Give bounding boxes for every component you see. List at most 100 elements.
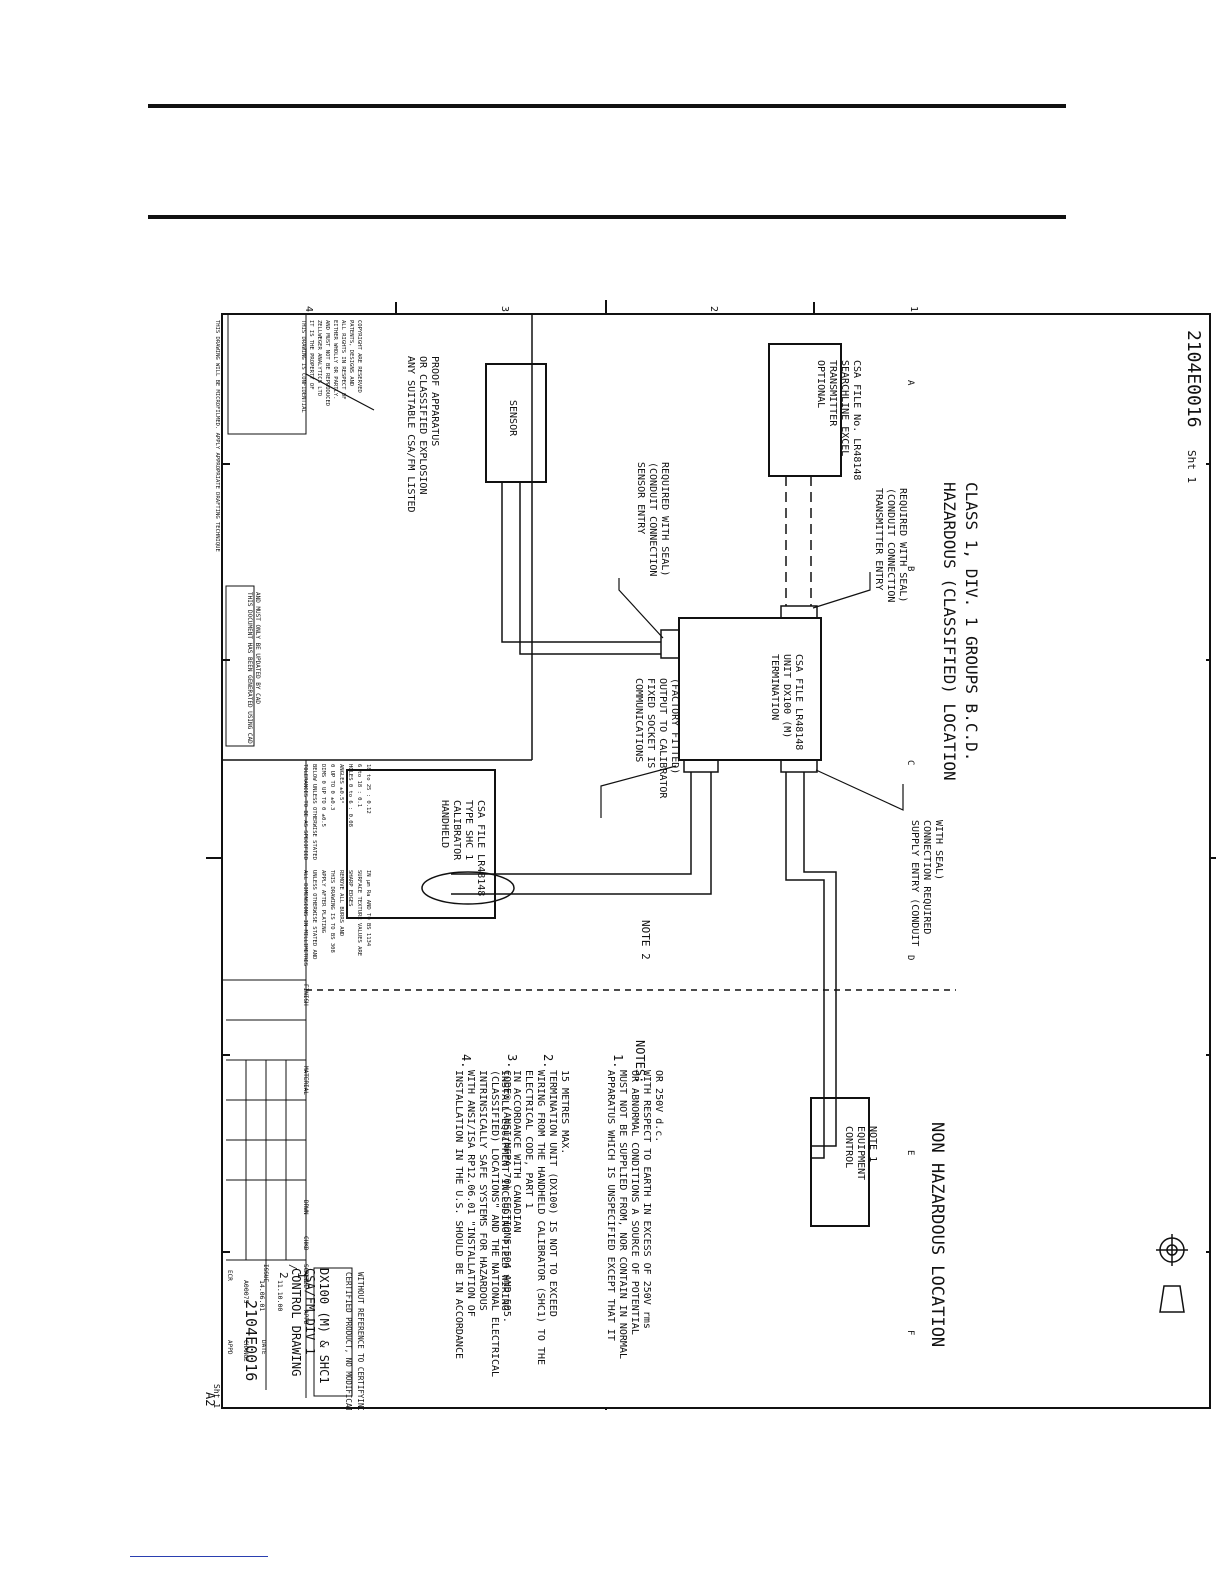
row-marker-2-line: 2 bbox=[708, 306, 719, 312]
tolerances-block-line: BELOW UNLESS OTHERWISE STATED bbox=[311, 764, 317, 860]
note-4-text-line: INTRINSICALLY SAFE SYSTEMS FOR HAZARDOUS bbox=[477, 1070, 488, 1311]
cad-notice-line: AND MUST ONLY BE UPDATED BY CAD bbox=[254, 592, 261, 704]
note2-callout-line: NOTE 2 bbox=[639, 920, 652, 960]
termination-box bbox=[678, 617, 822, 761]
title-block-frame bbox=[221, 313, 533, 1408]
material-label-line: MATERIAL bbox=[302, 1066, 309, 1095]
sensor-label: SENSOR bbox=[507, 400, 518, 437]
note-2-number: 2. bbox=[541, 1054, 555, 1068]
note-4-text-line: (CLASSIFIED) LOCATIONS" AND THE NATIONAL… bbox=[489, 1070, 500, 1377]
confidential-notice-line: THIS DRAWING IS CONFIDENTIAL bbox=[300, 320, 306, 413]
note-3-text: INSTALL EQUIPMENT INCLUDING FIELD WIRING… bbox=[499, 1070, 534, 1311]
drawing-number-block: 2104E0016 bbox=[242, 1300, 260, 1381]
transmitter-entry-callout-line: REQUIRED WITH SEAL) bbox=[897, 488, 908, 602]
issues-line: 2 bbox=[277, 1272, 290, 1279]
tolerances-block-line: ANGLES ±0.5° bbox=[338, 764, 344, 804]
issue-label-line: ISSUE bbox=[262, 1264, 269, 1282]
column-marker-A: A bbox=[905, 380, 915, 386]
column-marker-B: B bbox=[905, 566, 915, 571]
sheet-label-top: Sht 1 bbox=[1185, 450, 1198, 483]
dimensions-block-line: SHARP EDGES bbox=[347, 870, 353, 906]
supply-entry-callout-line: WITH SEAL) bbox=[933, 820, 944, 880]
drawing-number-top-line: 2104E0016 bbox=[1183, 330, 1204, 428]
change-value: A00075 bbox=[242, 1280, 250, 1304]
sheet-label-top-line: Sht 1 bbox=[1185, 450, 1198, 483]
row-marker-4-line: 4 bbox=[303, 306, 314, 312]
note-3-text-line: ELECTRICAL CODE, PART 1 bbox=[523, 1070, 534, 1208]
note-1-number-line: 1. bbox=[611, 1054, 625, 1068]
drawing-number-top: 2104E0016 bbox=[1183, 330, 1204, 428]
chkd-label-line: CHKD bbox=[302, 1236, 309, 1251]
calibrator-label-line: TYPE SHC 1 bbox=[463, 800, 474, 860]
transmitter-label-line: OPTIONAL bbox=[815, 360, 826, 408]
row-marker-1: 1 bbox=[908, 306, 919, 312]
title-label-line: TITLE bbox=[302, 1270, 309, 1288]
hazardous-title-line: HAZARDOUS (CLASSIFIED) LOCATION bbox=[940, 482, 959, 781]
dimensions-block-line: REMOVE ALL BURRS AND bbox=[338, 870, 344, 936]
termination-label-line: TERMINATION bbox=[769, 654, 780, 720]
tolerances-block-line: DIMS 0 UP TO 0 ±0.5 bbox=[320, 764, 326, 827]
sheet-size: A2 bbox=[206, 1392, 217, 1406]
row-marker-2: 2 bbox=[708, 306, 719, 312]
control-equipment-label-line: CONTROL bbox=[843, 1126, 854, 1168]
scale-value: / bbox=[287, 1264, 298, 1270]
calibrator-label-line: HANDHELD bbox=[439, 800, 450, 848]
date-label: DATE bbox=[260, 1340, 267, 1355]
finish-label: FINISH bbox=[302, 984, 309, 1006]
supply-entry-callout-line: CONNECTION REQUIRED bbox=[921, 820, 932, 934]
certified-notice-line: WITHOUT REFERENCE TO CERTIFYING AUTHORIT… bbox=[356, 1272, 365, 1410]
projection-symbol bbox=[1156, 1234, 1188, 1313]
confidential-notice-line: PATENTS, DESIGNS AND bbox=[348, 320, 354, 386]
dimensions-block-line: THIS DRAWING IS TO BS 308 bbox=[329, 870, 335, 953]
csa-listed-callout-line: PROOF APPARATUS bbox=[429, 356, 440, 446]
ecr-label: ECR bbox=[226, 1270, 233, 1281]
column-marker-B-line: B bbox=[905, 566, 915, 571]
note-3-text-line: INSTALL EQUIPMENT INCLUDING FIELD WIRING bbox=[499, 1070, 510, 1311]
sheet-of-label: Sht 1 of 1 bbox=[212, 1384, 221, 1410]
dates-line: 14.06.01 bbox=[258, 1280, 266, 1311]
confidential-notice-line: AND MUST NOT BE REPRODUCED bbox=[324, 320, 330, 406]
control-equipment-label-line: EQUIPMENT bbox=[855, 1126, 866, 1180]
tolerances-block-line: TOLERANCES TO BE AS SPECIFIED bbox=[302, 764, 308, 860]
column-marker-C-line: C bbox=[905, 760, 915, 765]
transmitter-label-line: CSA FILE No. LR48148 bbox=[851, 360, 862, 480]
column-marker-D-line: D bbox=[905, 955, 915, 960]
row-marker-4: 4 bbox=[303, 306, 314, 312]
tolerances-block-line: HOLES 0 to 6 : 0.08 bbox=[347, 764, 353, 827]
page-top-rule bbox=[148, 104, 1066, 108]
supply-entry-callout-line: SUPPLY ENTRY (CONDUIT bbox=[909, 820, 920, 946]
chkd-label: CHKD bbox=[302, 1236, 309, 1251]
cable-glands bbox=[660, 605, 818, 773]
termination-label-line: UNIT DX100 (M) bbox=[781, 654, 792, 738]
note-2-text: WIRING FROM THE HANDHELD CALIBRATOR (SHC… bbox=[535, 1070, 570, 1365]
note2-callout: NOTE 2 bbox=[639, 920, 652, 960]
column-marker-F-line: F bbox=[905, 1330, 915, 1335]
note-3-text-line: IN ACCORDANCE WITH CANADIAN bbox=[511, 1070, 522, 1233]
cad-notice-line: THIS DOCUMENT HAS BEEN GENERATED USING C… bbox=[246, 592, 253, 744]
note-4-text-line: CODE® (ANSI/NFPA 70) SECTIONS 504 AND 50… bbox=[501, 1070, 512, 1323]
sensor-entry-callout-line: REQUIRED WITH SEAL) bbox=[659, 462, 670, 576]
microfilm-notice-line: THIS DRAWING WILL BE MICROFILMED. APPLY … bbox=[214, 320, 220, 552]
csa-listed-callout-line: OR CLASSIFIED EXPLOSION bbox=[417, 356, 428, 494]
issues-line: 1 bbox=[295, 1272, 308, 1279]
title-label: TITLE bbox=[302, 1270, 309, 1288]
cad-notice: THIS DOCUMENT HAS BEEN GENERATED USING C… bbox=[246, 592, 261, 744]
row-marker-1-line: 1 bbox=[908, 306, 919, 312]
change-label-line: CHANGE bbox=[242, 1340, 249, 1362]
scale-label: SCALE bbox=[302, 1264, 309, 1282]
sheet-size-line: A2 bbox=[206, 1392, 217, 1406]
note-1-text-line: WITH RESPECT TO EARTH IN EXCESS OF 250V … bbox=[641, 1070, 652, 1329]
confidential-notice-line: COPYRIGHT ARE RESERVED bbox=[356, 320, 362, 393]
drawn-label-line: DRWN bbox=[302, 1200, 309, 1215]
non-hazardous-title-line: NON HAZARDOUS LOCATION bbox=[927, 1122, 947, 1347]
drawing-number-block-line: 2104E0016 bbox=[242, 1300, 260, 1381]
